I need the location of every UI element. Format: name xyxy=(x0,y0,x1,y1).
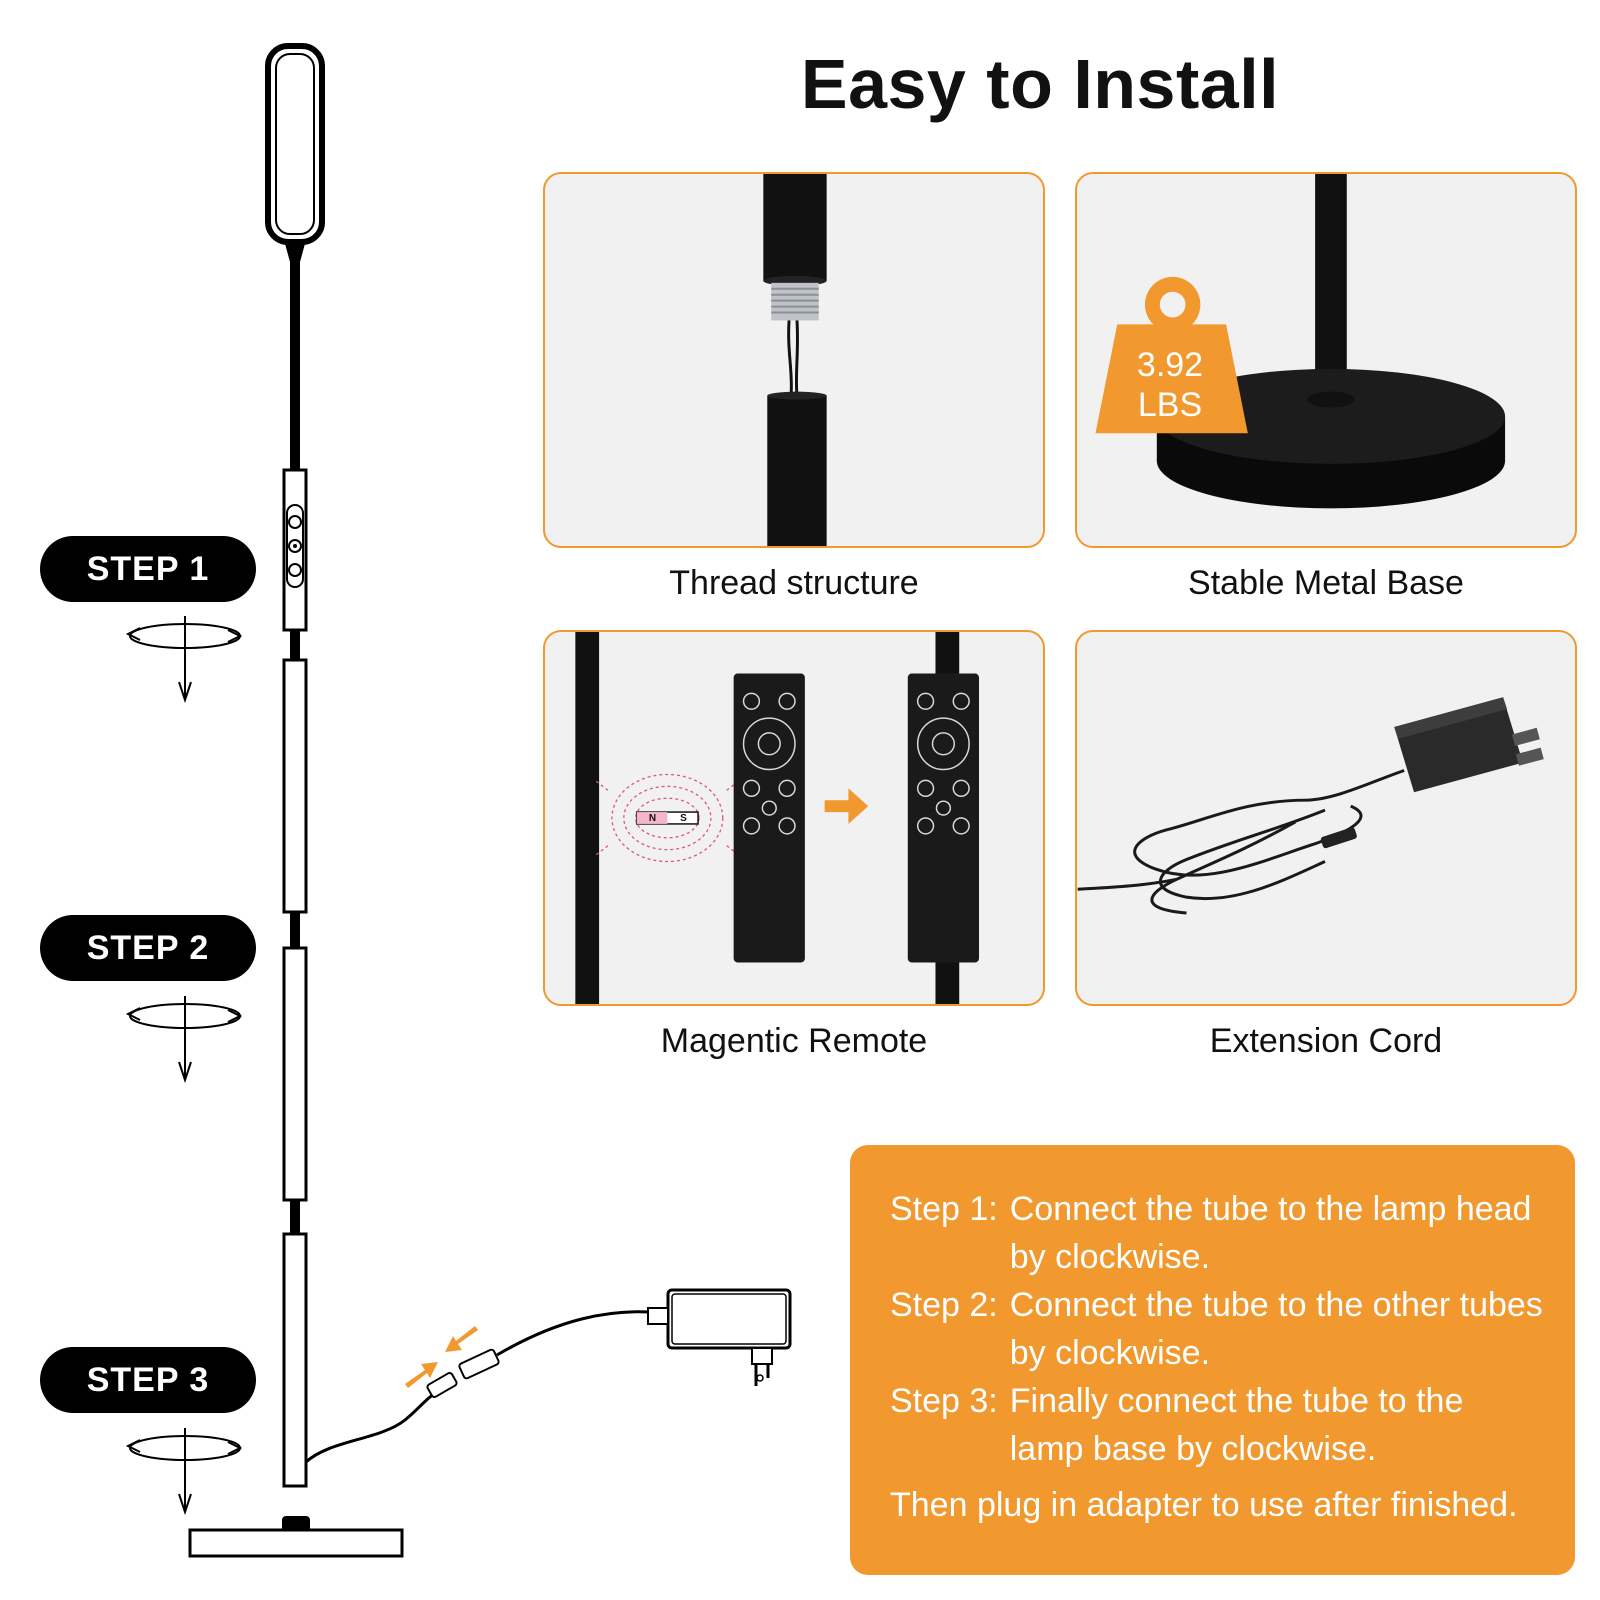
weight-label: 3.92 LBS xyxy=(1095,345,1245,425)
brightness-button-icon xyxy=(288,563,302,577)
magnetic-remote-panel: N S xyxy=(543,630,1045,1006)
instruction-final: Then plug in adapter to use after finish… xyxy=(890,1486,1518,1524)
instruction-text: Connect the tube to the lamp head by clo… xyxy=(1009,1190,1532,1276)
connect-arrow-icon xyxy=(445,1326,478,1352)
instruction-text: Connect the tube to the other tubes by c… xyxy=(1009,1286,1543,1372)
power-adapter-icon xyxy=(647,1288,792,1386)
joint-3 xyxy=(290,1200,300,1234)
tube-2 xyxy=(282,946,308,1202)
page-title: Easy to Install xyxy=(800,45,1280,123)
instruction-label: Step 3: xyxy=(890,1382,998,1420)
instruction-step-2: Step 2: Connect the tube to the other tu… xyxy=(890,1281,1545,1377)
instruction-label: Step 1: xyxy=(890,1190,998,1228)
lamp-assembly-diagram xyxy=(125,43,792,1558)
remote-control-icon xyxy=(733,673,805,963)
weight-value: 3.92 xyxy=(1136,346,1204,384)
weight-icon xyxy=(1095,276,1248,434)
extension-cord-panel xyxy=(1075,630,1577,1006)
rotate-clockwise-icon-3 xyxy=(125,1428,243,1516)
metal-base-image xyxy=(1095,174,1506,509)
instruction-step-3: Step 3: Finally connect the tube to the … xyxy=(890,1377,1545,1473)
step-2-badge: STEP 2 xyxy=(40,915,256,981)
weight-unit: LBS xyxy=(1137,386,1203,424)
connect-arrow-icon xyxy=(405,1362,438,1388)
instruction-label: Step 2: xyxy=(890,1286,998,1324)
thread-structure-panel xyxy=(543,172,1045,548)
step-1-badge: STEP 1 xyxy=(40,536,256,602)
instruction-text: Finally connect the tube to the lamp bas… xyxy=(1009,1382,1464,1468)
magnetic-remote-image xyxy=(575,632,980,1004)
metal-base-caption: Stable Metal Base xyxy=(1188,564,1464,602)
extension-cord-image xyxy=(1077,697,1544,915)
power-cord xyxy=(304,1310,651,1464)
joint-1 xyxy=(290,630,300,660)
tube-1 xyxy=(282,658,308,914)
control-tube xyxy=(282,468,308,632)
mode-button-icon xyxy=(288,539,302,553)
move-arrow-icon xyxy=(824,788,869,824)
rotate-clockwise-icon-1 xyxy=(125,616,243,704)
thread-structure-caption: Thread structure xyxy=(669,564,919,602)
lamp-head xyxy=(265,43,325,262)
metal-base-panel xyxy=(1075,172,1577,548)
instructions-box: Step 1: Connect the tube to the lamp hea… xyxy=(850,1145,1575,1575)
lamp-neck xyxy=(290,260,300,470)
extension-cord-caption: Extension Cord xyxy=(1209,1022,1443,1060)
instruction-step-1: Step 1: Connect the tube to the lamp hea… xyxy=(890,1185,1545,1281)
power-button-icon xyxy=(288,515,302,529)
thread-structure-image xyxy=(763,174,827,546)
remote-control-attached-icon xyxy=(907,673,980,963)
lamp-base xyxy=(188,1516,404,1558)
rotate-clockwise-icon-2 xyxy=(125,996,243,1084)
magnet-n-label: N xyxy=(648,813,657,824)
magnetic-remote-caption: Magentic Remote xyxy=(660,1022,928,1060)
joint-2 xyxy=(290,912,300,948)
magnet-s-label: S xyxy=(680,813,687,824)
step-3-badge: STEP 3 xyxy=(40,1347,256,1413)
tube-3 xyxy=(282,1232,308,1488)
adapter-icon xyxy=(1394,697,1544,793)
